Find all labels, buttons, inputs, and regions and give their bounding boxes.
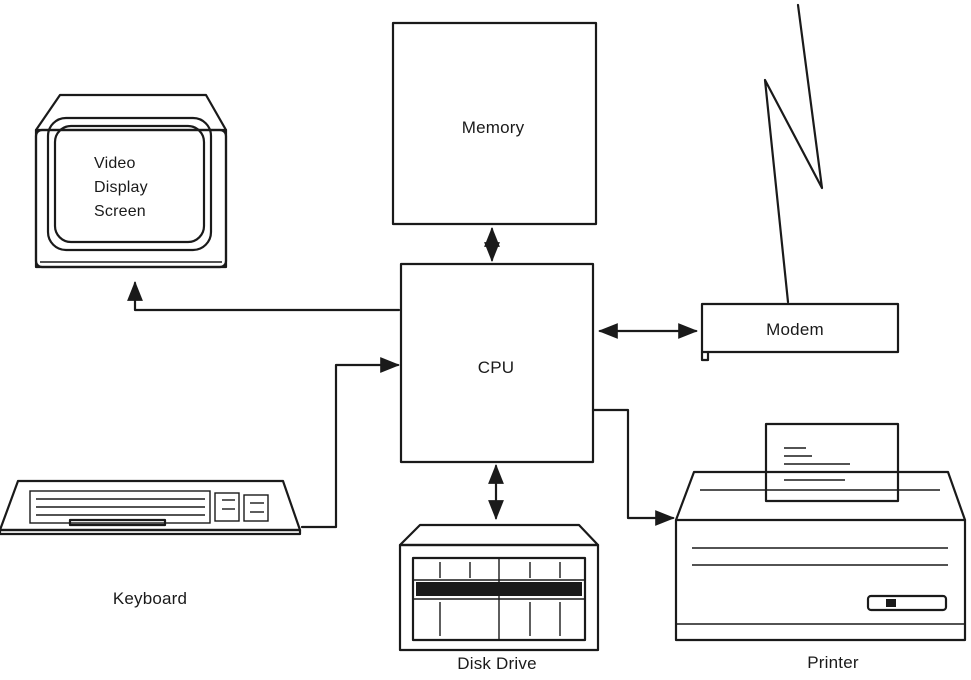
cpu-box [399,262,595,464]
video-display-label-line-1: Video [94,155,136,172]
cpu-to-video-link [127,281,401,312]
keyboard-device [0,479,302,536]
keyboard-to-cpu-link [300,357,400,529]
printer-device [674,422,967,642]
modem-label: Modem [766,320,824,339]
modem-antenna [763,3,824,304]
video-display-label-line-3: Screen [94,203,146,220]
video-display-label: Video Display Screen [94,152,148,224]
disk-drive-device [398,523,600,652]
video-display-label-line-2: Display [94,179,148,196]
memory-box [391,21,598,226]
memory-label: Memory [461,118,525,137]
video-display-monitor [34,93,228,269]
keyboard-label: Keyboard [112,589,188,608]
modem-device [700,302,900,362]
printer-label: Printer [807,653,859,672]
cpu-to-printer-link [591,408,675,526]
cpu-label: CPU [477,358,515,377]
disk-drive-label: Disk Drive [457,654,537,673]
